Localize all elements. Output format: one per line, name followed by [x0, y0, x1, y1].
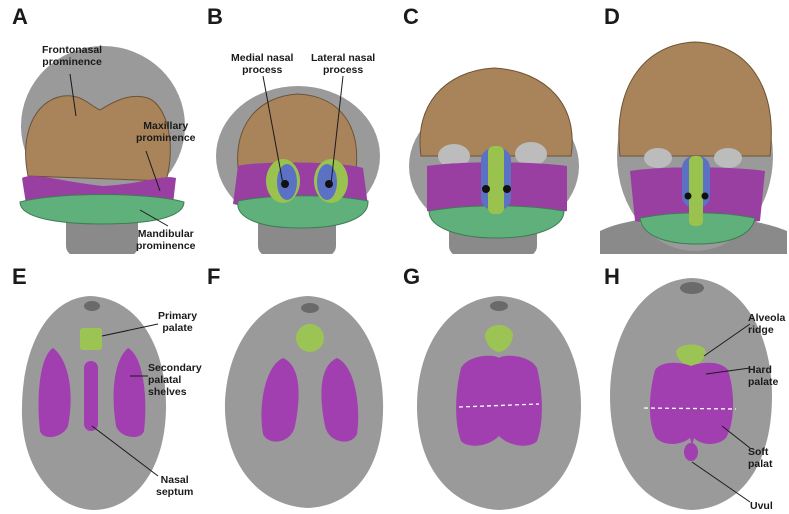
panel-letter: F [207, 264, 220, 290]
panel-d: D [600, 6, 787, 254]
panel-f: F [203, 266, 390, 514]
mandibular-prominence-shape [20, 195, 184, 225]
lateral-nasal-process-label: Lateral nasal process [311, 52, 375, 76]
nostril-right [503, 185, 511, 193]
hard-palate-shape [650, 363, 733, 446]
panel-e: E Primary palate Secondary palatal shelv… [8, 266, 195, 514]
panel-a: A Frontonasal prominence Maxillary promi… [8, 6, 195, 254]
panel-letter: C [403, 4, 419, 30]
nasal-opening [680, 282, 704, 294]
mandibular-prominence-shape [238, 196, 368, 228]
nasal-septum-shape [84, 361, 98, 431]
hard-palate-label: Hard palate [748, 364, 778, 388]
maxillary-prominence-label: Maxillary prominence [136, 120, 196, 144]
nostril-left [482, 185, 490, 193]
palate-illustration-f [203, 266, 390, 514]
eye-right [515, 142, 547, 166]
palate-illustration-g [399, 266, 586, 514]
panel-c: C [399, 6, 586, 254]
panel-letter: E [12, 264, 27, 290]
medial-nasal-process-label: Medial nasal process [231, 52, 293, 76]
frontonasal-prominence-label: Frontonasal prominence [42, 44, 102, 68]
soft-palate-label: Soft palat [748, 446, 773, 470]
uvula-shape [684, 443, 698, 461]
panel-letter: D [604, 4, 620, 30]
nasal-opening [490, 301, 508, 311]
panel-letter: G [403, 264, 420, 290]
primary-palate-label: Primary palate [158, 310, 197, 334]
nasal-opening [301, 303, 319, 313]
uvula-label: Uvul [750, 500, 773, 512]
nasal-septum-label: Nasal septum [156, 474, 193, 498]
eye-left [644, 148, 672, 168]
embryo-face-illustration-d [600, 6, 787, 254]
panel-letter: B [207, 4, 223, 30]
eye-right [714, 148, 742, 168]
panel-g: G [399, 266, 586, 514]
frontonasal-prominence-shape [420, 68, 572, 156]
panel-h: H Alveola ridge Hard palate Soft palat U… [600, 266, 787, 514]
palate-shelves-fused [456, 356, 542, 446]
nasal-opening [84, 301, 100, 311]
frontonasal-green-column [689, 156, 703, 226]
palate-illustration-h [600, 266, 787, 514]
secondary-palatal-shelves-label: Secondary palatal shelves [148, 362, 202, 398]
nostril-left [685, 193, 692, 200]
embryo-face-illustration-b [203, 6, 390, 254]
primary-palate-shape [80, 328, 102, 350]
frontonasal-green-column [488, 146, 504, 214]
nostril-right [702, 193, 709, 200]
frontonasal-prominence-shape [619, 42, 771, 156]
panel-b: B Medial nasal process Lateral nasal pro… [203, 6, 390, 254]
panel-letter: A [12, 4, 28, 30]
mandibular-prominence-label: Mandibular prominence [136, 228, 196, 252]
embryo-face-illustration-c [399, 6, 586, 254]
panel-letter: H [604, 264, 620, 290]
primary-palate-shape [296, 324, 324, 352]
alveolar-ridge-label: Alveola ridge [748, 312, 785, 336]
